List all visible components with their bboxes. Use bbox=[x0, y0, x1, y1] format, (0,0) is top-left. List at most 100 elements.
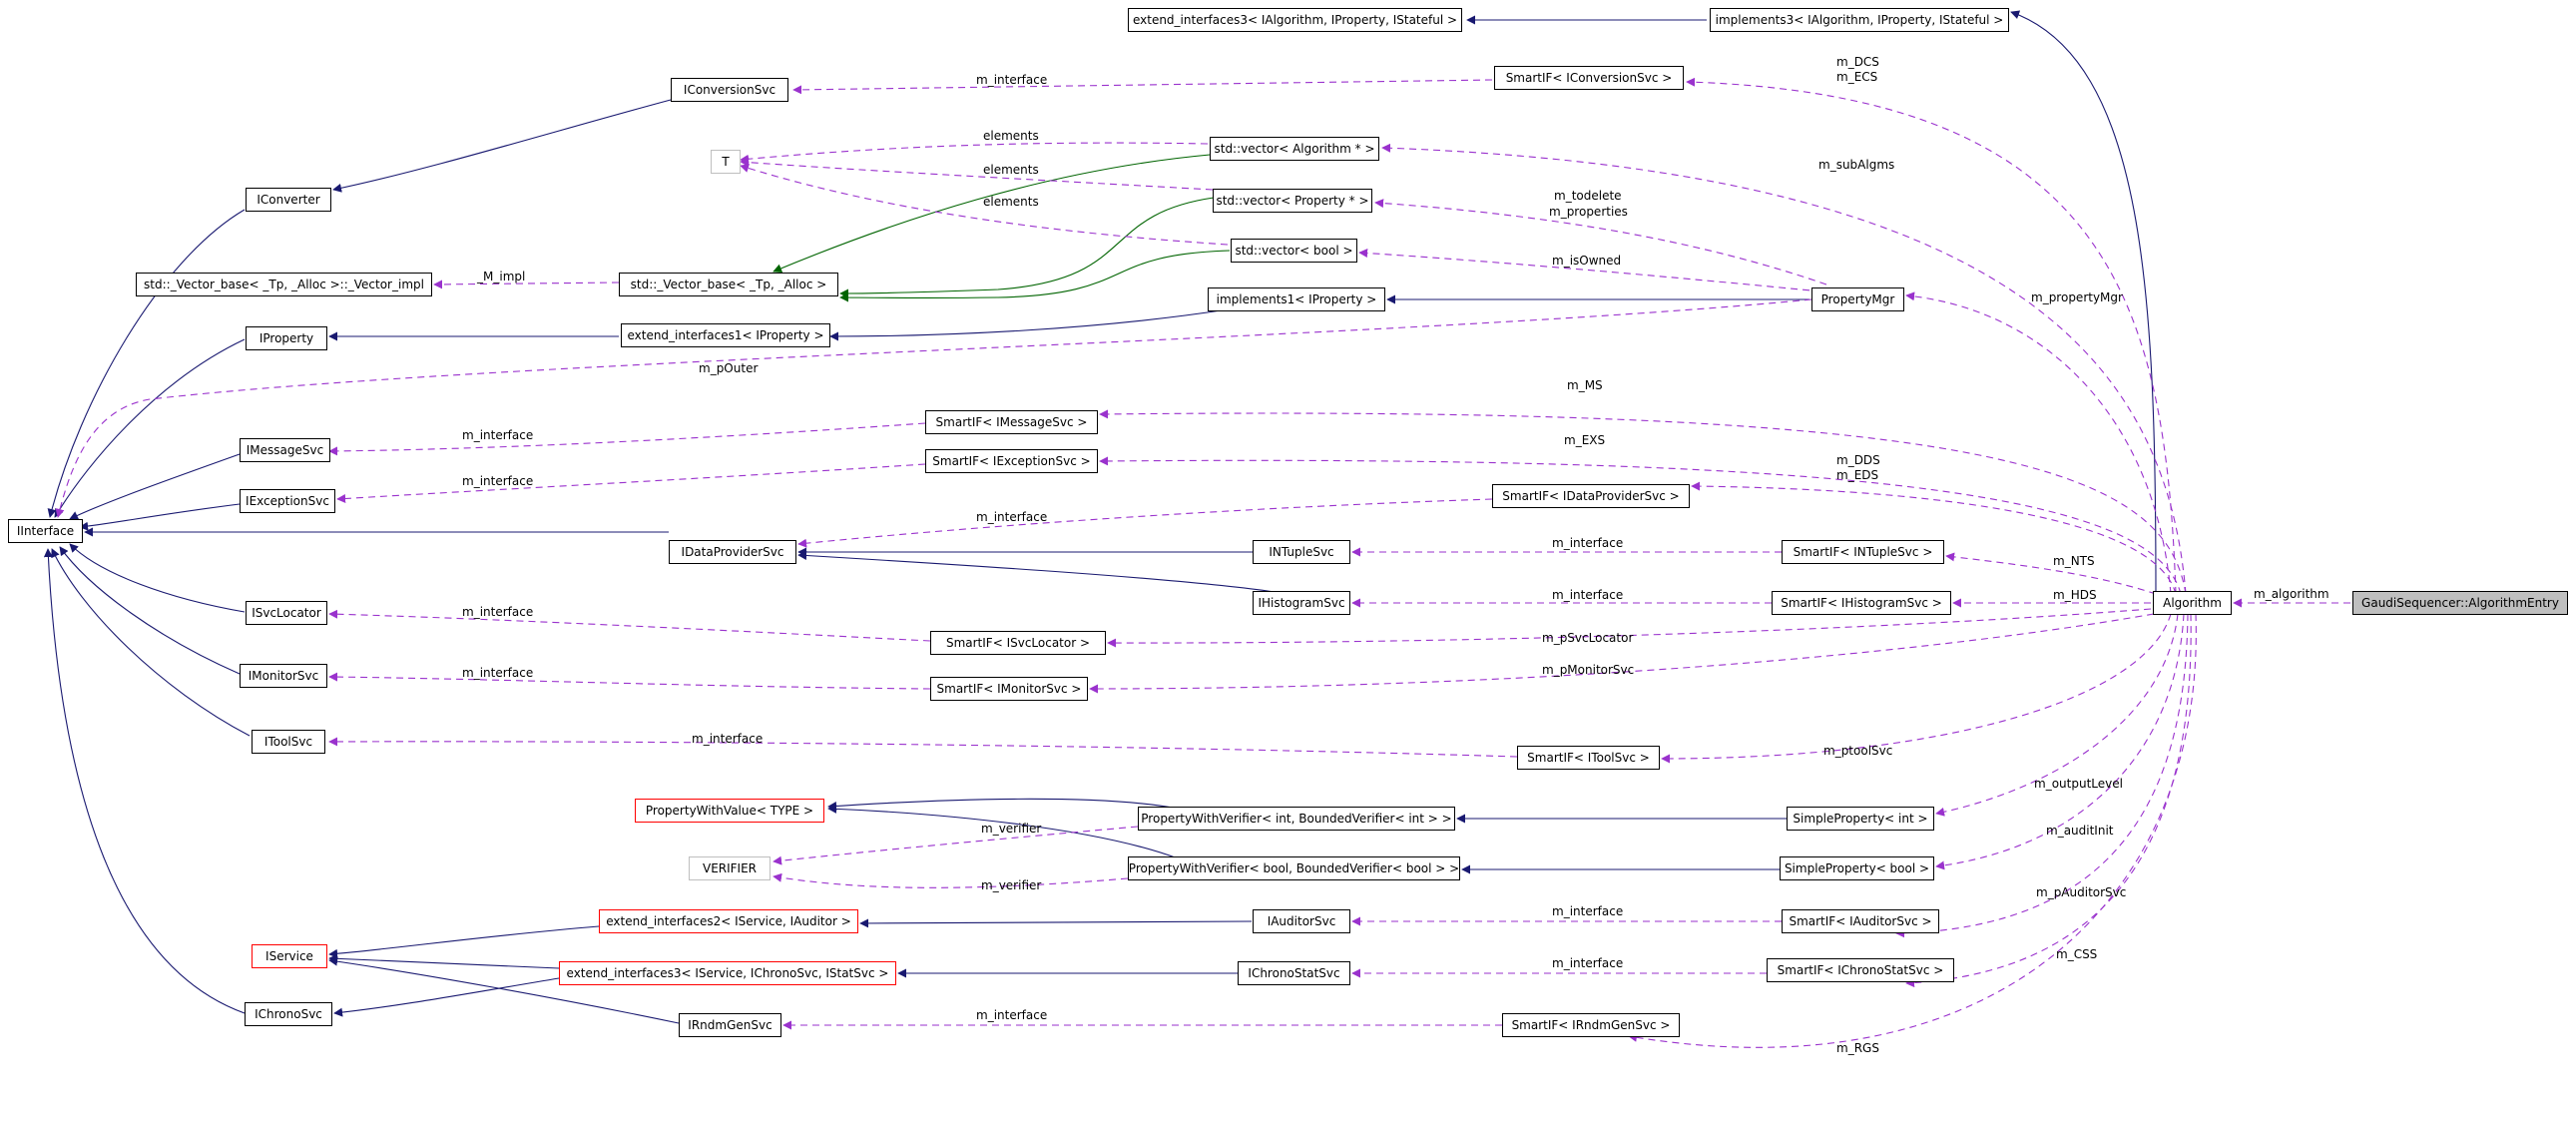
edge-ichronosvc-iinterface bbox=[43, 548, 246, 1014]
edge-algorithm-smartif-idp bbox=[1691, 481, 2177, 595]
edge-algorithm-smartif-isvc bbox=[1107, 608, 2152, 648]
edge-vector-property-t bbox=[740, 158, 1214, 191]
edge-pwvbool-verifier bbox=[773, 872, 1129, 888]
edge-propertymgr-vector-bool bbox=[1358, 249, 1822, 292]
node-smartif-itoolsvc[interactable]: SmartIF< IToolSvc > bbox=[1517, 746, 1660, 770]
edge-propertymgr-iinterface-outer bbox=[55, 298, 1812, 518]
node-implements1-property[interactable]: implements1< IProperty > bbox=[1208, 287, 1385, 311]
node-smartif-imonitorsvc[interactable]: SmartIF< IMonitorSvc > bbox=[930, 677, 1088, 701]
label-m-rgs: m_RGS bbox=[1836, 1041, 1879, 1055]
node-itoolsvc[interactable]: IToolSvc bbox=[252, 730, 325, 754]
label-m-propertymgr: m_propertyMgr bbox=[2031, 290, 2123, 304]
label-m-hds: m_HDS bbox=[2053, 588, 2097, 602]
edge-smartif-iexc-iexceptionsvc bbox=[336, 463, 926, 503]
node-propertymgr[interactable]: PropertyMgr bbox=[1811, 287, 1904, 311]
edge-irndmgensvc-iservice bbox=[328, 956, 680, 1024]
edge-algorithm-smartif-ichrono bbox=[1905, 613, 2192, 988]
node-imonitorsvc[interactable]: IMonitorSvc bbox=[240, 664, 327, 688]
edge-pwv-int-propertywithvalue bbox=[827, 798, 1179, 811]
edge-extend2-iservice bbox=[328, 925, 600, 958]
node-vector-bool[interactable]: std::vector< bool > bbox=[1231, 239, 1357, 263]
node-iauditorsvc[interactable]: IAuditorSvc bbox=[1253, 909, 1350, 933]
node-extend-interfaces3-algorithm[interactable]: extend_interfaces3< IAlgorithm, IPropert… bbox=[1128, 8, 1462, 32]
node-ichronosvc[interactable]: IChronoSvc bbox=[245, 1002, 332, 1026]
node-implements3-algorithm[interactable]: implements3< IAlgorithm, IProperty, ISta… bbox=[1710, 8, 2009, 32]
edge-ihistogramsvc-idataprovidersvc bbox=[797, 550, 1288, 595]
node-algorithm[interactable]: Algorithm bbox=[2153, 591, 2232, 615]
edge-extend3svc-ichronosvc bbox=[333, 977, 560, 1017]
usage-edges bbox=[55, 77, 2350, 1048]
edge-iconverter-iinterface bbox=[47, 209, 246, 518]
node-vector-base-impl[interactable]: std::_Vector_base< _Tp, _Alloc >::_Vecto… bbox=[136, 273, 432, 296]
node-propertywithvalue[interactable]: PropertyWithValue< TYPE > bbox=[635, 799, 824, 823]
label-m-pmonitorsvc: m_pMonitorSvc bbox=[1542, 663, 1635, 677]
node-vector-base[interactable]: std::_Vector_base< _Tp, _Alloc > bbox=[619, 273, 838, 296]
node-irndmgensvc[interactable]: IRndmGenSvc bbox=[679, 1013, 781, 1037]
node-template-t[interactable]: T bbox=[711, 150, 741, 174]
node-vector-property[interactable]: std::vector< Property * > bbox=[1213, 189, 1372, 213]
edge-algorithm-smartif-iaud bbox=[1895, 613, 2189, 938]
node-ichronostatsvc[interactable]: IChronoStatSvc bbox=[1238, 961, 1350, 985]
node-smartif-iauditorsvc[interactable]: SmartIF< IAuditorSvc > bbox=[1782, 909, 1939, 933]
edge-algorithm-smartif-conversion bbox=[1686, 77, 2177, 595]
node-extend-interfaces2[interactable]: extend_interfaces2< IService, IAuditor > bbox=[599, 909, 858, 933]
edge-pwvint-verifier bbox=[773, 826, 1139, 865]
edge-algorithm-smartif-itool bbox=[1661, 613, 2172, 764]
node-smartif-isvclocator[interactable]: SmartIF< ISvcLocator > bbox=[930, 631, 1106, 655]
node-verifier[interactable]: VERIFIER bbox=[689, 856, 771, 880]
edge-isvclocator-iinterface bbox=[69, 543, 246, 613]
label-m-psvclocator: m_pSvcLocator bbox=[1542, 631, 1634, 645]
label-m-css: m_CSS bbox=[2056, 947, 2098, 961]
edge-smartif-idp-idataprovidersvc bbox=[797, 498, 1493, 548]
node-smartif-irndmgensvc[interactable]: SmartIF< IRndmGenSvc > bbox=[1502, 1013, 1680, 1037]
edge-smartif-conversion-iconversionsvc bbox=[792, 79, 1493, 95]
node-smartif-imessagesvc[interactable]: SmartIF< IMessageSvc > bbox=[925, 410, 1098, 434]
node-iservice[interactable]: IService bbox=[252, 944, 327, 968]
node-idataprovidersvc[interactable]: IDataProviderSvc bbox=[669, 540, 796, 564]
node-iconverter[interactable]: IConverter bbox=[246, 188, 331, 212]
label-m-ecs: m_ECS bbox=[1836, 70, 1878, 84]
node-smartif-ihistogramsvc[interactable]: SmartIF< IHistogramSvc > bbox=[1772, 591, 1951, 615]
node-smartif-iexceptionsvc[interactable]: SmartIF< IExceptionSvc > bbox=[925, 449, 1098, 473]
node-propertywithverifier-bool[interactable]: PropertyWithVerifier< bool, BoundedVerif… bbox=[1128, 856, 1460, 880]
node-iproperty[interactable]: IProperty bbox=[246, 326, 327, 350]
edge-smartif-imon-imonitorsvc bbox=[328, 672, 931, 690]
node-imessagesvc[interactable]: IMessageSvc bbox=[240, 438, 330, 462]
label-m-eds: m_EDS bbox=[1836, 468, 1879, 482]
edge-vectorbase-impl bbox=[433, 280, 620, 289]
edge-extend3svc-iservice bbox=[328, 953, 560, 969]
node-extend-interfaces3-service[interactable]: extend_interfaces3< IService, IChronoSvc… bbox=[559, 961, 896, 985]
node-intuplesvc[interactable]: INTupleSvc bbox=[1253, 540, 1350, 564]
edge-algorithm-propertymgr bbox=[1905, 291, 2172, 595]
label-message-interface: m_interface bbox=[462, 428, 534, 442]
edge-vector-algorithm-base bbox=[773, 154, 1211, 274]
node-smartif-ichronostatsvc[interactable]: SmartIF< IChronoStatSvc > bbox=[1767, 958, 1954, 982]
node-iinterface[interactable]: IInterface bbox=[8, 519, 83, 543]
node-extend-interfaces1-property[interactable]: extend_interfaces1< IProperty > bbox=[621, 323, 830, 347]
node-iexceptionsvc[interactable]: IExceptionSvc bbox=[240, 489, 335, 513]
edge-imessagesvc-iinterface bbox=[69, 453, 241, 520]
label-m-pouter: m_pOuter bbox=[699, 361, 759, 375]
node-simpleproperty-bool[interactable]: SimpleProperty< bool > bbox=[1780, 856, 1934, 880]
node-ihistogramsvc[interactable]: IHistogramSvc bbox=[1253, 591, 1350, 615]
node-simpleproperty-int[interactable]: SimpleProperty< int > bbox=[1787, 807, 1934, 831]
edge-algorithm-simplebool bbox=[1935, 613, 2185, 870]
label-m-dds: m_DDS bbox=[1836, 453, 1880, 467]
node-vector-algorithm[interactable]: std::vector< Algorithm * > bbox=[1210, 137, 1379, 161]
node-smartif-idataprovidersvc[interactable]: SmartIF< IDataProviderSvc > bbox=[1492, 484, 1690, 508]
edge-iauditorsvc-extend2 bbox=[859, 918, 1253, 928]
label-m-algorithm: m_algorithm bbox=[2254, 587, 2329, 601]
node-smartif-iconversionsvc[interactable]: SmartIF< IConversionSvc > bbox=[1494, 66, 1684, 90]
edge-vector-bool-base bbox=[839, 250, 1231, 302]
node-iconversionsvc[interactable]: IConversionSvc bbox=[671, 78, 788, 102]
node-isvclocator[interactable]: ISvcLocator bbox=[246, 601, 327, 625]
label-m-todelete: m_todelete bbox=[1554, 189, 1622, 203]
node-smartif-intuplesvc[interactable]: SmartIF< INTupleSvc > bbox=[1782, 540, 1944, 564]
label-histogram-interface: m_interface bbox=[1552, 588, 1624, 602]
node-propertywithverifier-int[interactable]: PropertyWithVerifier< int, BoundedVerifi… bbox=[1138, 807, 1455, 831]
edge-algorithm-vector-algorithm bbox=[1381, 143, 2187, 595]
edge-implements1-extend1 bbox=[829, 308, 1229, 341]
node-algorithm-entry[interactable]: GaudiSequencer::AlgorithmEntry bbox=[2352, 591, 2568, 615]
